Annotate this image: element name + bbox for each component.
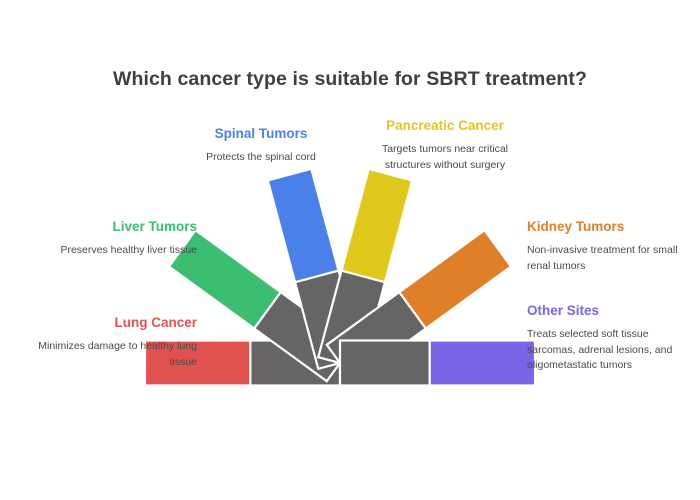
callout-other-sites: Other Sites Treats selected soft tissue … — [527, 303, 689, 374]
callout-heading-pancreatic: Pancreatic Cancer — [386, 118, 504, 133]
callout-spinal-tumors: Spinal Tumors Protects the spinal cord — [178, 126, 344, 166]
fan-hub-spinal — [293, 269, 364, 371]
callout-heading-kidney: Kidney Tumors — [527, 219, 625, 234]
callout-description-pancreatic: Targets tumors near critical structures … — [381, 142, 509, 171]
fan-blade-pancreatic — [340, 167, 414, 284]
fan-hub-other — [338, 339, 431, 387]
callout-description-lung: Minimizes damage to healthy lung tissue — [38, 339, 197, 368]
fan-hub-liver — [252, 290, 355, 383]
callout-description-liver: Preserves healthy liver tissue — [60, 243, 197, 256]
callout-heading-spinal: Spinal Tumors — [214, 126, 308, 141]
page-title: Which cancer type is suitable for SBRT t… — [112, 68, 588, 90]
callout-description-other: Treats selected soft tissue sarcomas, ad… — [527, 327, 673, 372]
callout-description-spinal: Protects the spinal cord — [206, 150, 316, 163]
callout-liver-tumors: Liver Tumors Preserves healthy liver tis… — [35, 219, 197, 259]
fan-blade-other — [428, 339, 537, 387]
callout-heading-lung: Lung Cancer — [114, 315, 197, 330]
callout-lung-cancer: Lung Cancer Minimizes damage to healthy … — [35, 315, 197, 370]
fan-hub-kidney — [325, 290, 428, 383]
fan-blade-kidney — [397, 228, 513, 331]
callout-description-kidney: Non-invasive treatment for small renal t… — [527, 243, 678, 272]
callout-heading-liver: Liver Tumors — [112, 219, 197, 234]
callout-pancreatic-cancer: Pancreatic Cancer Targets tumors near cr… — [362, 118, 528, 173]
fan-hub-pancreatic — [316, 269, 387, 371]
fan-hub-lung — [249, 339, 342, 387]
callout-kidney-tumors: Kidney Tumors Non-invasive treatment for… — [527, 219, 687, 274]
fan-blade-spinal — [266, 167, 340, 284]
callout-heading-other: Other Sites — [527, 303, 600, 318]
